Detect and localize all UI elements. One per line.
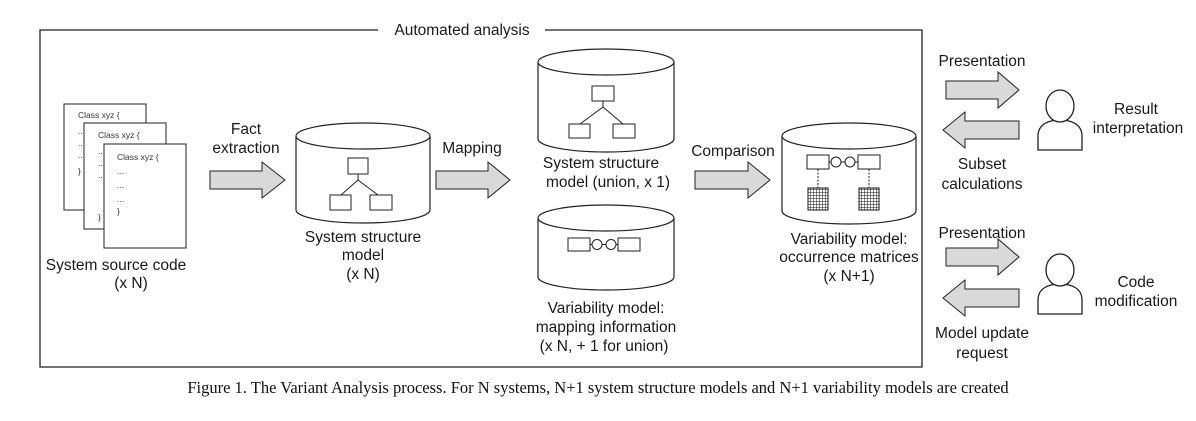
comparison-label: Comparison <box>691 143 775 160</box>
doc1-line-2: ... <box>78 126 85 136</box>
mapping-model-caption-3: (x N, + 1 for union) <box>540 338 669 355</box>
model-update-label-2: request <box>956 345 1008 362</box>
user-icon <box>1037 89 1083 151</box>
occurrence-matrix-icon <box>806 154 881 211</box>
automated-analysis-frame: Automated analysis <box>39 22 923 368</box>
class-tree-icon <box>568 85 636 139</box>
doc3-line-5: } <box>117 206 120 216</box>
union-model-caption-2: model (union, x 1) <box>546 174 670 191</box>
variant-analysis-diagram: Automated analysis Class xyz { ... ... .… <box>39 22 1183 368</box>
fact-extraction-label-2: extraction <box>212 140 279 157</box>
class-tree-icon <box>329 157 393 211</box>
doc2-line-3: ... <box>98 158 105 168</box>
presentation-label-bottom: Presentation <box>938 225 1025 242</box>
structure-model-cylinder: System structure model (x N) <box>295 122 431 283</box>
doc2-line-4: ... <box>98 170 105 180</box>
user-icon <box>1037 253 1083 315</box>
variability-model-caption-3: (x N+1) <box>823 268 874 285</box>
mapping-link-icon <box>567 237 641 252</box>
doc1-line-5: } <box>78 166 81 176</box>
source-code-caption-2: (x N) <box>114 275 148 292</box>
doc3-line-3: ... <box>117 180 124 190</box>
doc1-line-1: Class xyz { <box>78 110 120 120</box>
variability-model-caption-2: occurrence matrices <box>779 249 919 266</box>
code-label-2: modification <box>1095 293 1178 310</box>
subset-calculations-label-2: calculations <box>942 176 1023 193</box>
fact-extraction-label-1: Fact <box>231 121 262 138</box>
structure-model-caption-3: (x N) <box>346 266 380 283</box>
presentation-label-top: Presentation <box>938 53 1025 70</box>
code-label-1: Code <box>1117 274 1154 291</box>
doc3-line-1: Class xyz { <box>117 152 159 162</box>
doc2-line-5: } <box>98 212 101 222</box>
doc3-line-4: ... <box>117 194 124 204</box>
result-label-1: Result <box>1114 101 1159 118</box>
union-model-cylinder: System structure model (union, x 1) <box>537 48 675 191</box>
structure-model-caption-1: System structure <box>305 229 421 246</box>
source-code-caption-1: System source code <box>46 257 186 274</box>
structure-model-caption-2: model <box>342 247 384 264</box>
variability-model-caption-1: Variability model: <box>791 231 908 248</box>
variability-model-cylinder: Variability model: occurrence matrices (… <box>779 122 919 285</box>
mapping-label: Mapping <box>442 140 501 157</box>
source-code-documents: Class xyz { ... ... ... } Class xyz { ..… <box>46 103 187 292</box>
model-update-label-1: Model update <box>935 325 1029 342</box>
mapping-model-cylinder: Variability model: mapping information (… <box>536 204 676 355</box>
comparison-arrow: Comparison <box>691 143 775 200</box>
doc1-line-3: ... <box>78 138 85 148</box>
doc1-line-4: ... <box>78 150 85 160</box>
doc2-line-1: Class xyz { <box>98 130 140 140</box>
result-label-2: interpretation <box>1093 120 1183 137</box>
result-interpretation-group: Presentation Subset calculations Result … <box>938 53 1183 193</box>
mapping-model-caption-2: mapping information <box>536 319 676 336</box>
frame-title: Automated analysis <box>394 22 530 39</box>
figure-caption: Figure 1. The Variant Analysis process. … <box>187 378 1009 397</box>
subset-calculations-label-1: Subset <box>958 156 1007 173</box>
doc3-line-2: ... <box>117 166 124 176</box>
code-modification-group: Presentation Model update request Code m… <box>935 225 1177 362</box>
fact-extraction-arrow: Fact extraction <box>209 121 286 200</box>
mapping-arrow: Mapping <box>435 140 511 200</box>
source-document-3: Class xyz { ... ... ... } <box>103 143 187 249</box>
doc2-line-2: ... <box>98 146 105 156</box>
union-model-caption-1: System structure <box>543 155 659 172</box>
mapping-model-caption-1: Variability model: <box>548 300 665 317</box>
